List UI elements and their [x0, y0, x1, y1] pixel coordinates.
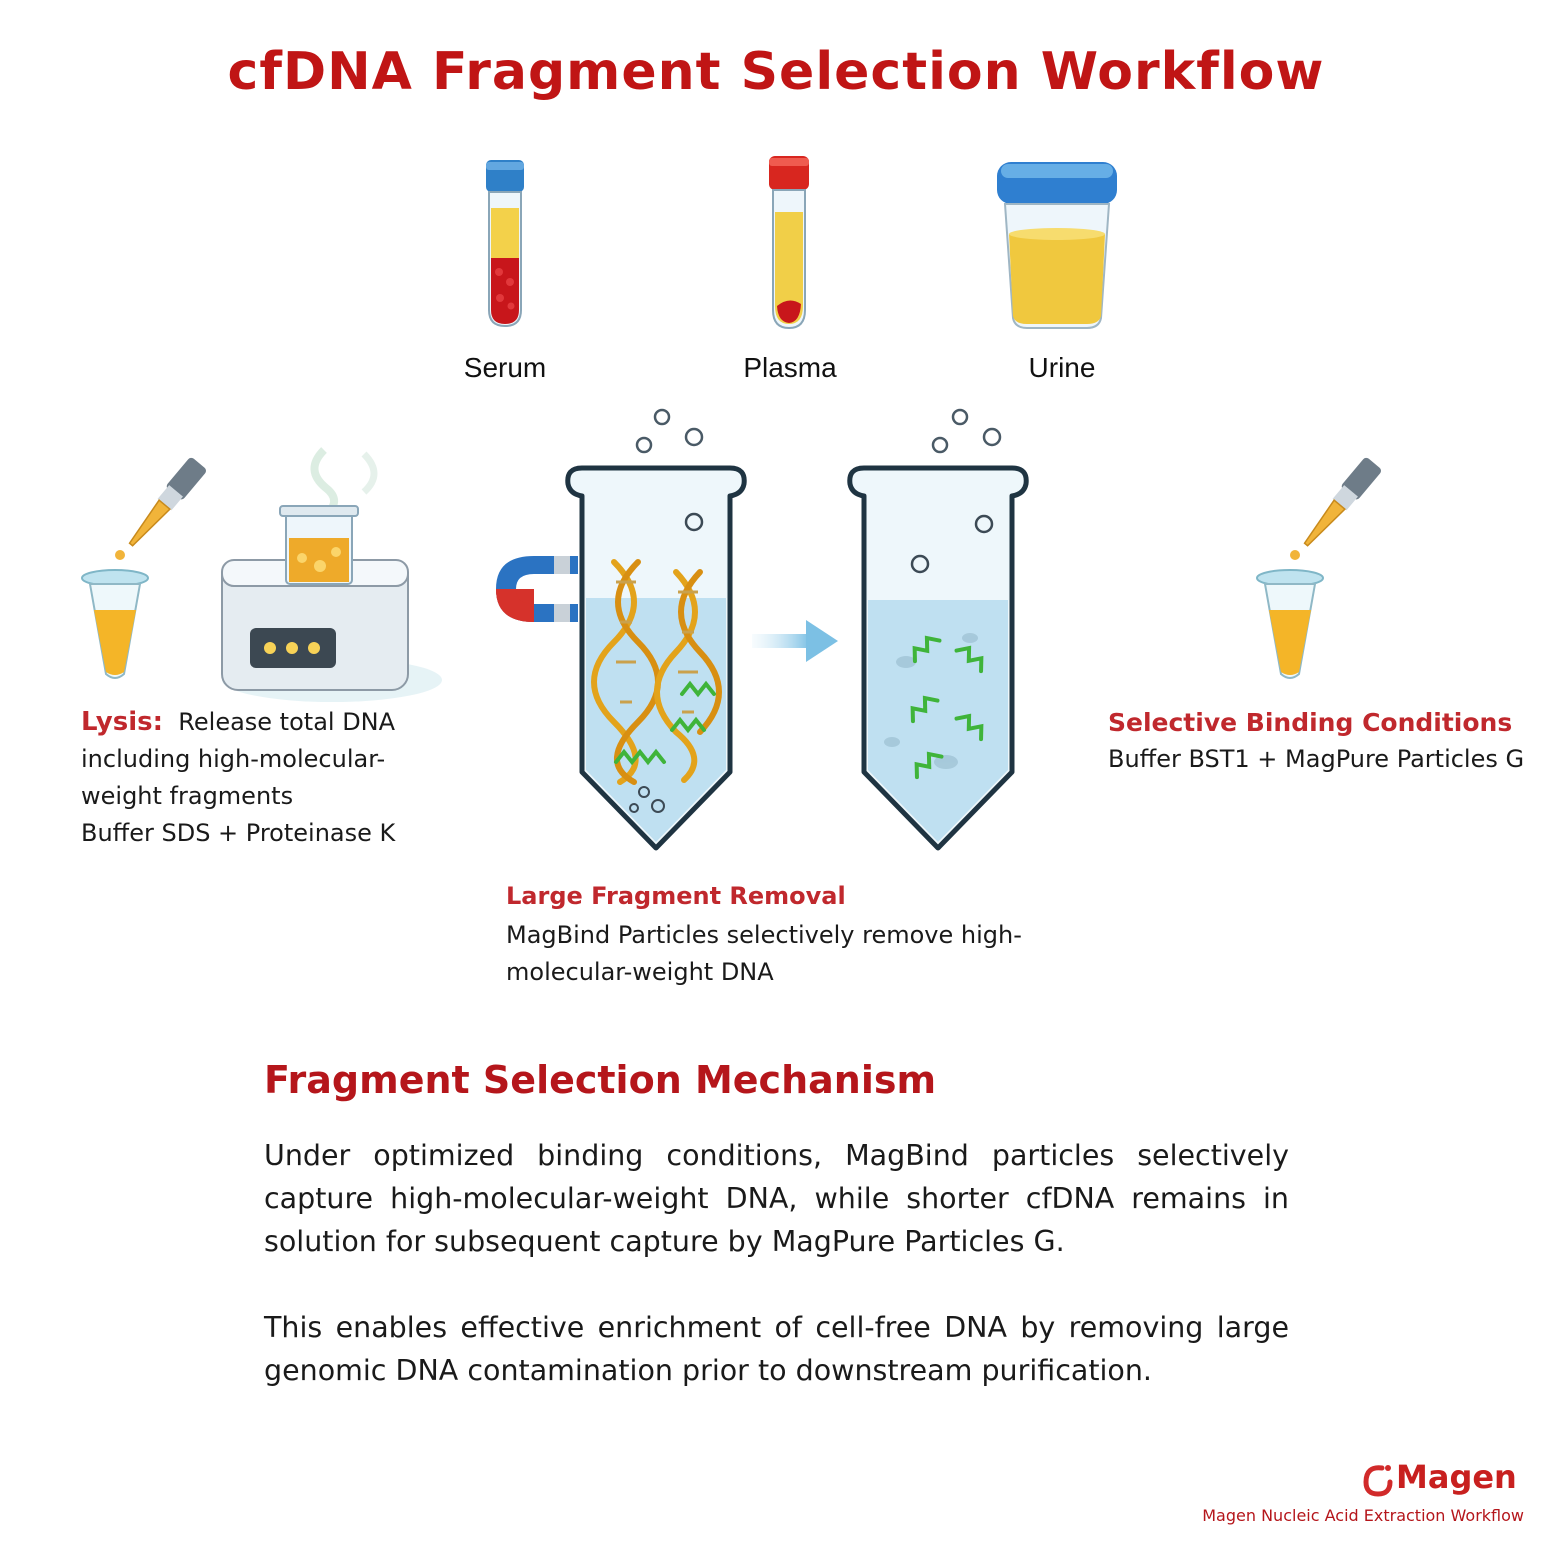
removal-title: Large Fragment Removal [506, 882, 846, 910]
lysis-line-4: Buffer SDS + Proteinase K [81, 819, 396, 847]
microtube-right-icon [1256, 569, 1324, 679]
heat-block-icon [221, 447, 442, 702]
pipette-icon [115, 457, 207, 560]
sample-label-urine: Urine [1028, 352, 1096, 383]
plasma-tube-icon [769, 156, 809, 330]
footer-brand: Magen [1396, 1458, 1517, 1496]
mechanism-title: Fragment Selection Mechanism [264, 1058, 937, 1102]
removal-line-1: MagBind Particles selectively remove hig… [506, 921, 1022, 949]
microtube-icon [81, 569, 149, 679]
bubbles-right-icon [931, 408, 1002, 454]
bubbles-left-icon [635, 408, 704, 454]
urine-cup-icon [997, 162, 1117, 329]
serum-tube-icon [486, 160, 524, 328]
lysis-line-3: weight fragments [81, 782, 294, 810]
removal-step: Large Fragment Removal MagBind Particles… [506, 878, 1066, 991]
footer-subtitle: Magen Nucleic Acid Extraction Workflow [1202, 1506, 1524, 1525]
lysis-line-2: including high-molecular- [81, 745, 386, 773]
lysis-step: Lysis: Release total DNA including high-… [81, 704, 441, 852]
magen-logo-icon [1363, 1465, 1393, 1497]
tube-before-icon [565, 465, 747, 851]
lysis-title: Lysis: [81, 707, 164, 737]
arrow-right-icon [752, 620, 838, 662]
binding-line-1: Buffer BST1 + MagPure Particles G [1108, 745, 1525, 773]
page-title: cfDNA Fragment Selection Workflow [227, 42, 1325, 102]
pipette-right-icon [1290, 457, 1382, 560]
sample-label-plasma: Plasma [743, 352, 837, 383]
tube-after-icon [847, 465, 1029, 851]
sample-label-serum: Serum [463, 352, 547, 383]
binding-title: Selective Binding Conditions [1108, 708, 1513, 737]
binding-step: Selective Binding Conditions Buffer BST1… [1108, 704, 1538, 778]
lysis-line-1: Release total DNA [178, 708, 396, 736]
magnet-icon [496, 556, 578, 622]
mechanism-paragraph-1: Under optimized binding conditions, MagB… [264, 1139, 1289, 1258]
removal-line-2: molecular-weight DNA [506, 958, 774, 986]
mechanism-paragraph-2: This enables effective enrichment of cel… [264, 1311, 1289, 1387]
